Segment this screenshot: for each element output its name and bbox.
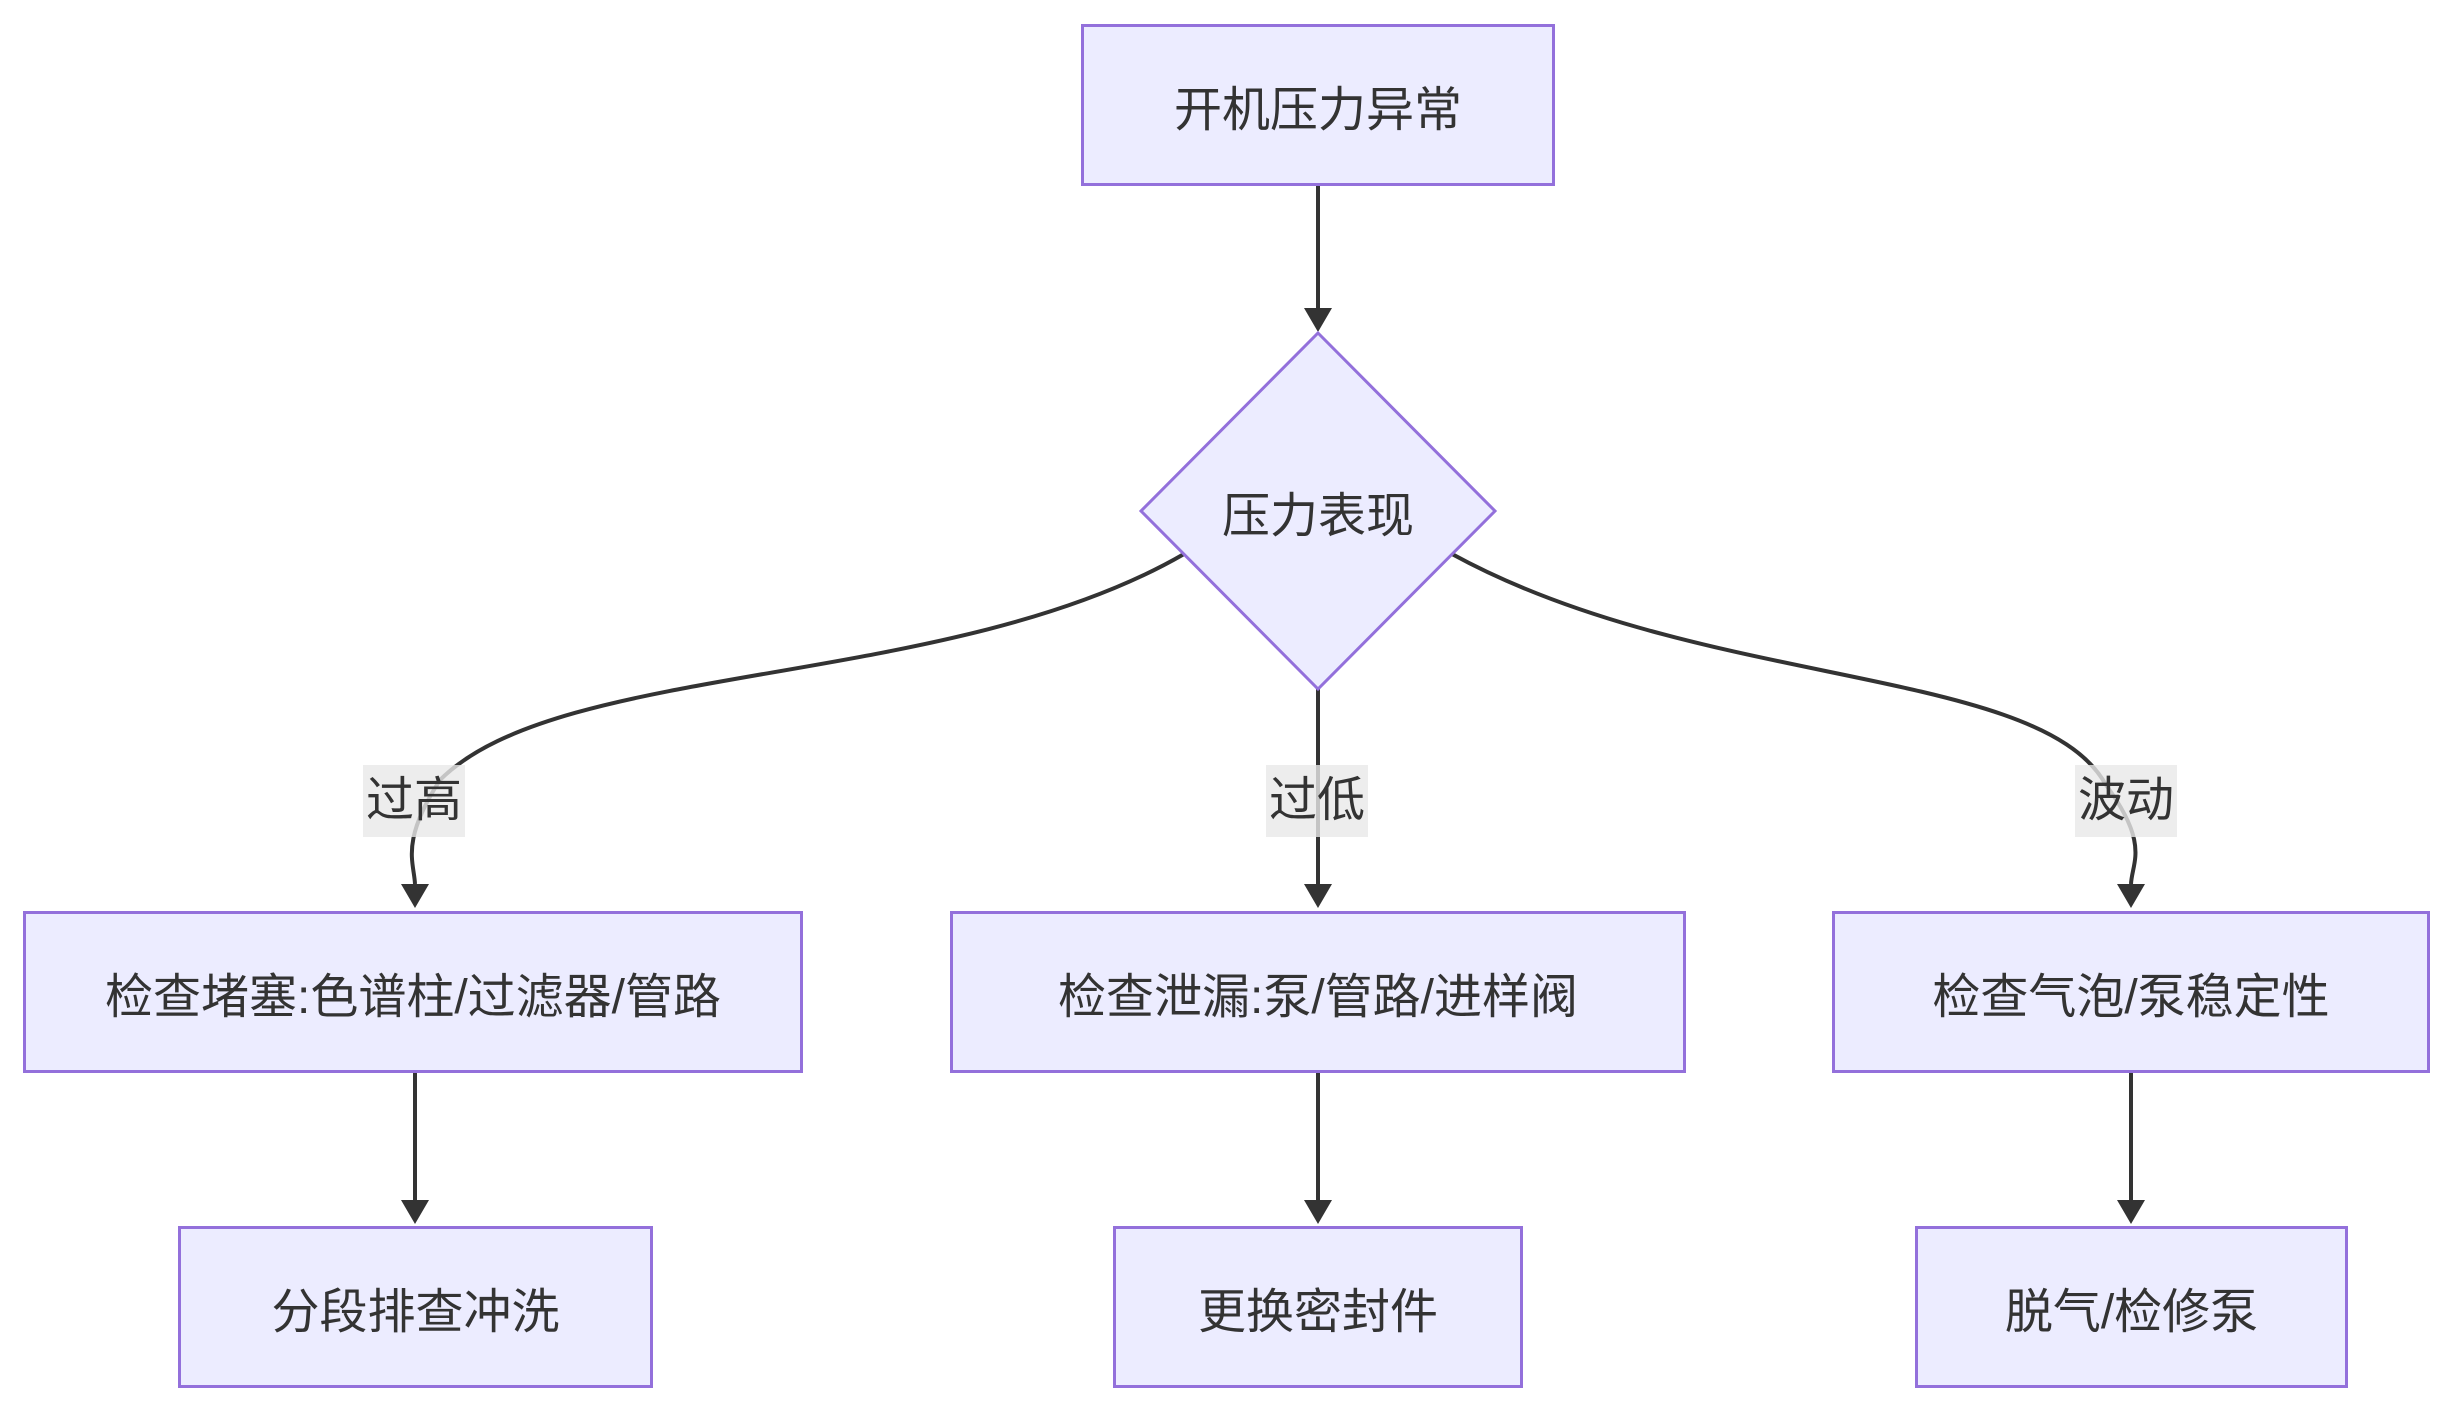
- edge-label-too-low: 过低: [1265, 765, 1369, 837]
- node-decision-label: 压力表现: [1221, 490, 1414, 543]
- node-fix-seal: 更换密封件: [1113, 1226, 1523, 1388]
- arrowhead-check-bubble-to-fix-degas: [2117, 1200, 2145, 1224]
- edge-decision-to-check-blockage: [409, 552, 1186, 885]
- arrowhead-check-leak-to-fix-seal: [1304, 1200, 1332, 1224]
- arrowhead-check-blockage-to-fix-flush: [401, 1200, 429, 1224]
- node-check-leak-label: 检查泄漏:泵/管路/进样阀: [1057, 971, 1578, 1024]
- node-fix-flush-label: 分段排查冲洗: [271, 1286, 560, 1339]
- arrowhead-decision-to-check-blockage: [401, 884, 429, 908]
- node-check-bubble: 检查气泡/泵稳定性: [1832, 911, 2430, 1073]
- edge-decision-to-check-bubble: [1451, 552, 2138, 885]
- node-fix-seal-label: 更换密封件: [1197, 1286, 1438, 1339]
- node-start: 开机压力异常: [1081, 24, 1555, 186]
- node-fix-flush: 分段排查冲洗: [178, 1226, 653, 1388]
- node-start-label: 开机压力异常: [1173, 84, 1462, 137]
- node-check-leak: 检查泄漏:泵/管路/进样阀: [950, 911, 1686, 1073]
- edge-label-fluctuation: 波动: [2074, 765, 2178, 837]
- edge-label-too-high: 过高: [362, 765, 466, 837]
- arrowhead-decision-to-check-bubble: [2117, 884, 2145, 908]
- node-check-blockage-label: 检查堵塞:色谱柱/过滤器/管路: [104, 971, 721, 1024]
- node-check-blockage: 检查堵塞:色谱柱/过滤器/管路: [23, 911, 803, 1073]
- arrowhead-decision-to-check-leak: [1304, 884, 1332, 908]
- node-decision: 压力表现: [1141, 333, 1495, 689]
- node-check-bubble-label: 检查气泡/泵稳定性: [1932, 971, 2330, 1024]
- decision-diamond-shape: [1138, 330, 1498, 692]
- arrowhead-start-to-decision: [1304, 308, 1332, 332]
- node-fix-degas-label: 脱气/检修泵: [2004, 1286, 2259, 1339]
- node-fix-degas: 脱气/检修泵: [1915, 1226, 2348, 1388]
